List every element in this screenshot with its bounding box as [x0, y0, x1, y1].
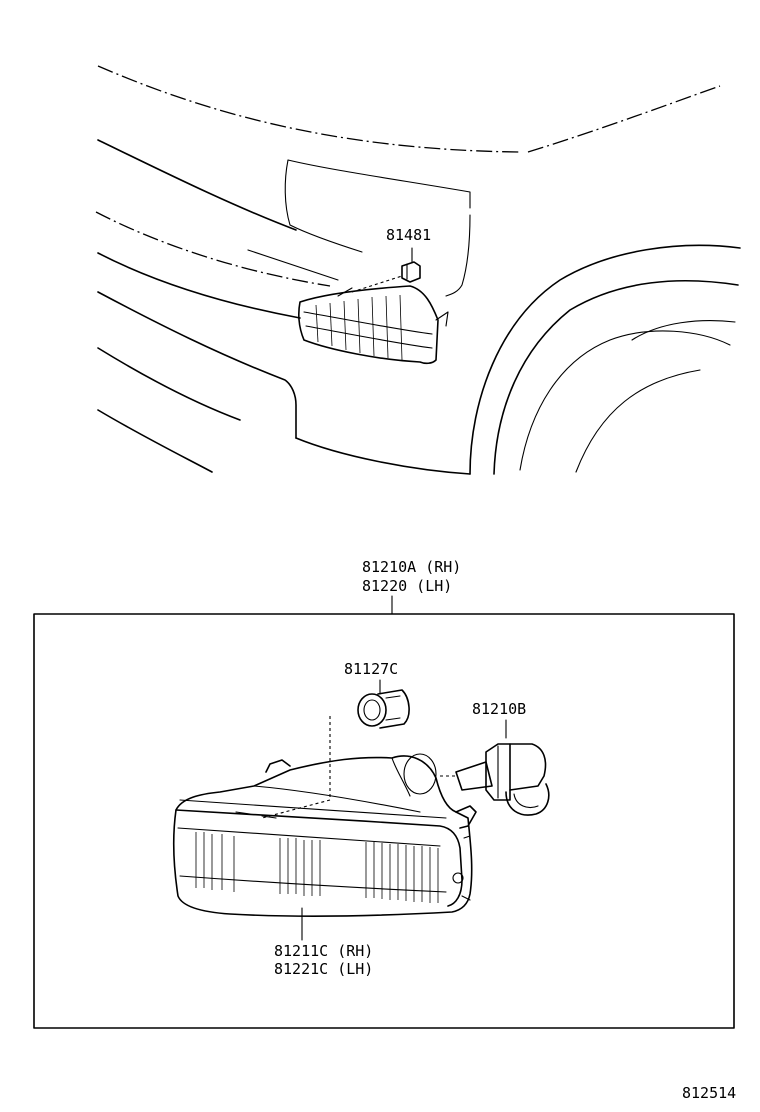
headlamp-bulb — [455, 743, 550, 816]
lens-rh-label: 81211C (RH) — [274, 942, 373, 960]
fog-lamp-housing — [173, 753, 477, 917]
lens-lh-label: 81221C (LH) — [274, 960, 373, 978]
bulb-label: 81210B — [472, 700, 526, 718]
vehicle-body-outline — [95, 65, 741, 475]
assembly-frame — [33, 613, 735, 1029]
figure-number: 812514 — [682, 1084, 736, 1102]
clearance-bulb-label: 81481 — [386, 226, 431, 244]
clearance-lamp-small — [298, 247, 449, 365]
assembly-rh-label: 81210A (RH) — [362, 558, 461, 576]
bulb-socket — [357, 689, 410, 729]
assembly-lh-label: 81220 (LH) — [362, 577, 452, 595]
socket-label: 81127C — [344, 660, 398, 678]
